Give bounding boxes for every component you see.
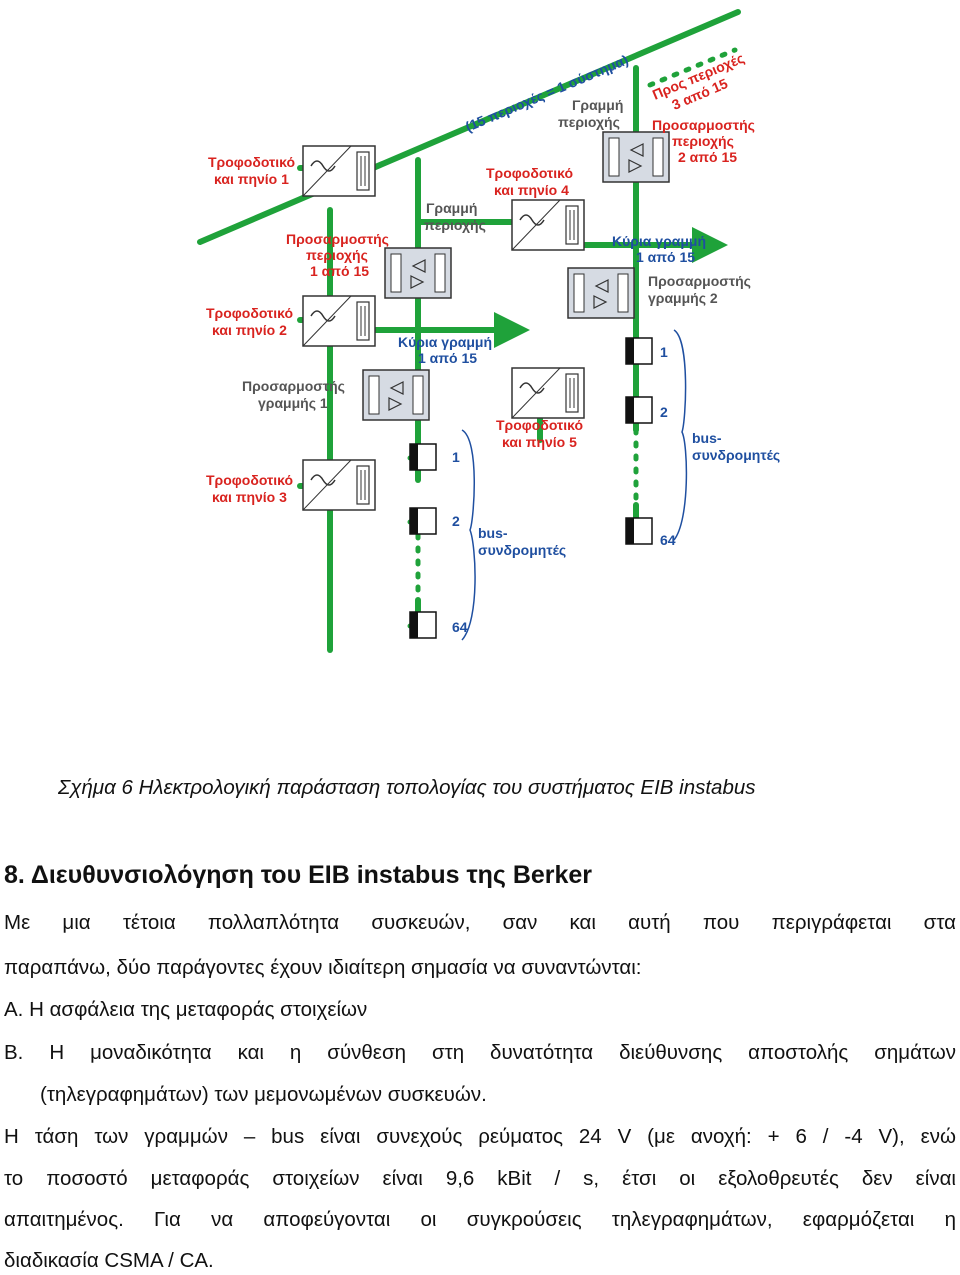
node-right-2 bbox=[625, 396, 653, 424]
line-coupler-1-label: Προσαρμοστής γραμμής 1 bbox=[242, 378, 349, 411]
bus-users-brace-left bbox=[461, 429, 476, 641]
area-coupler-2-label: Προσαρμοστής περιοχής 2 από 15 bbox=[652, 117, 759, 165]
line-coupler-2-box bbox=[567, 267, 635, 319]
paragraph-1-line-1: Με μια τέτοια πολλαπλότητα συσκευών, σαν… bbox=[4, 911, 956, 934]
section-heading: 8. Διευθυνσιολόγηση του EIB instabus της… bbox=[4, 861, 593, 889]
area-line-mid-label: Γραμμή περιοχής bbox=[424, 200, 486, 233]
figure-caption: Σχήμα 6 Ηλεκτρολογική παράσταση τοπολογί… bbox=[58, 776, 756, 799]
psu-4-label: Τροφοδοτικό και πηνίο 4 bbox=[486, 165, 577, 198]
psu-3-label: Τροφοδοτικό και πηνίο 3 bbox=[206, 472, 297, 505]
psu-4-box bbox=[511, 199, 585, 251]
area-coupler-1-label: Προσαρμοστής περιοχής 1 από 15 bbox=[286, 231, 393, 279]
area-line-top-label: Γραμμή περιοχής bbox=[558, 97, 627, 130]
psu-3-box bbox=[302, 459, 376, 511]
node-right-1 bbox=[625, 337, 653, 365]
node-left-2-label: 2 bbox=[452, 513, 460, 529]
psu-2-box bbox=[302, 295, 376, 347]
node-right-2-label: 2 bbox=[660, 404, 668, 420]
paragraph-2-line-3: απαιτημένος. Για να αποφεύγονται οι συγκ… bbox=[4, 1208, 956, 1231]
psu-5-box bbox=[511, 367, 585, 419]
list-item-b-line-1: Β. Η μοναδικότητα και η σύνθεση στη δυνα… bbox=[4, 1041, 956, 1064]
bus-users-left-label: bus- συνδρομητές bbox=[478, 525, 566, 558]
list-item-b-line-2: (τηλεγραφημάτων) των μεμονωμένων συσκευώ… bbox=[40, 1083, 487, 1106]
to-areas-dotted-line bbox=[647, 47, 738, 88]
node-right-1-label: 1 bbox=[660, 344, 668, 360]
node-right-64-label: 64 bbox=[660, 532, 676, 548]
paragraph-2-line-1: Η τάση των γραμμών – bus είναι συνεχούς … bbox=[4, 1125, 956, 1148]
line-coupler-1-box bbox=[362, 369, 430, 421]
paragraph-1-line-2: παραπάνω, δύο παράγοντες έχουν ιδιαίτερη… bbox=[4, 956, 642, 979]
eib-topology-diagram: (15 περιοχές = 1 σύστημα) Προς περιοχές … bbox=[197, 9, 780, 653]
area-coupler-2-box bbox=[602, 131, 670, 183]
psu-1-label: Τροφοδοτικό και πηνίο 1 bbox=[208, 154, 299, 187]
list-item-a: Α. Η ασφάλεια της μεταφοράς στοιχείων bbox=[4, 998, 368, 1021]
paragraph-2-line-4: διαδικασία CSMA / CA. bbox=[4, 1249, 214, 1272]
psu-2-label: Τροφοδοτικό και πηνίο 2 bbox=[206, 305, 297, 338]
area-coupler-1-box bbox=[384, 247, 452, 299]
node-left-1-label: 1 bbox=[452, 449, 460, 465]
bus-users-brace-right bbox=[673, 329, 688, 541]
main-line-right-label: Κύρια γραμμή 1 από 15 bbox=[612, 233, 710, 265]
psu-1-box bbox=[302, 145, 376, 197]
paragraph-2-line-2: το ποσοστό μεταφοράς στοιχείων είναι 9,6… bbox=[4, 1167, 956, 1190]
psu-5-label: Τροφοδοτικό και πηνίο 5 bbox=[496, 417, 587, 450]
main-line-left-label: Κύρια γραμμή 1 από 15 bbox=[398, 334, 496, 366]
node-right-64 bbox=[625, 517, 653, 545]
node-left-64-label: 64 bbox=[452, 619, 468, 635]
node-left-1 bbox=[409, 443, 437, 471]
node-left-2 bbox=[409, 507, 437, 535]
node-left-64 bbox=[409, 611, 437, 639]
to-areas-label: Προς περιοχές 3 από 15 bbox=[650, 48, 757, 118]
line-coupler-2-label: Προσαρμοστής γραμμής 2 bbox=[648, 273, 755, 306]
system-line bbox=[197, 9, 741, 245]
bus-users-right-label: bus- συνδρομητές bbox=[692, 430, 780, 463]
